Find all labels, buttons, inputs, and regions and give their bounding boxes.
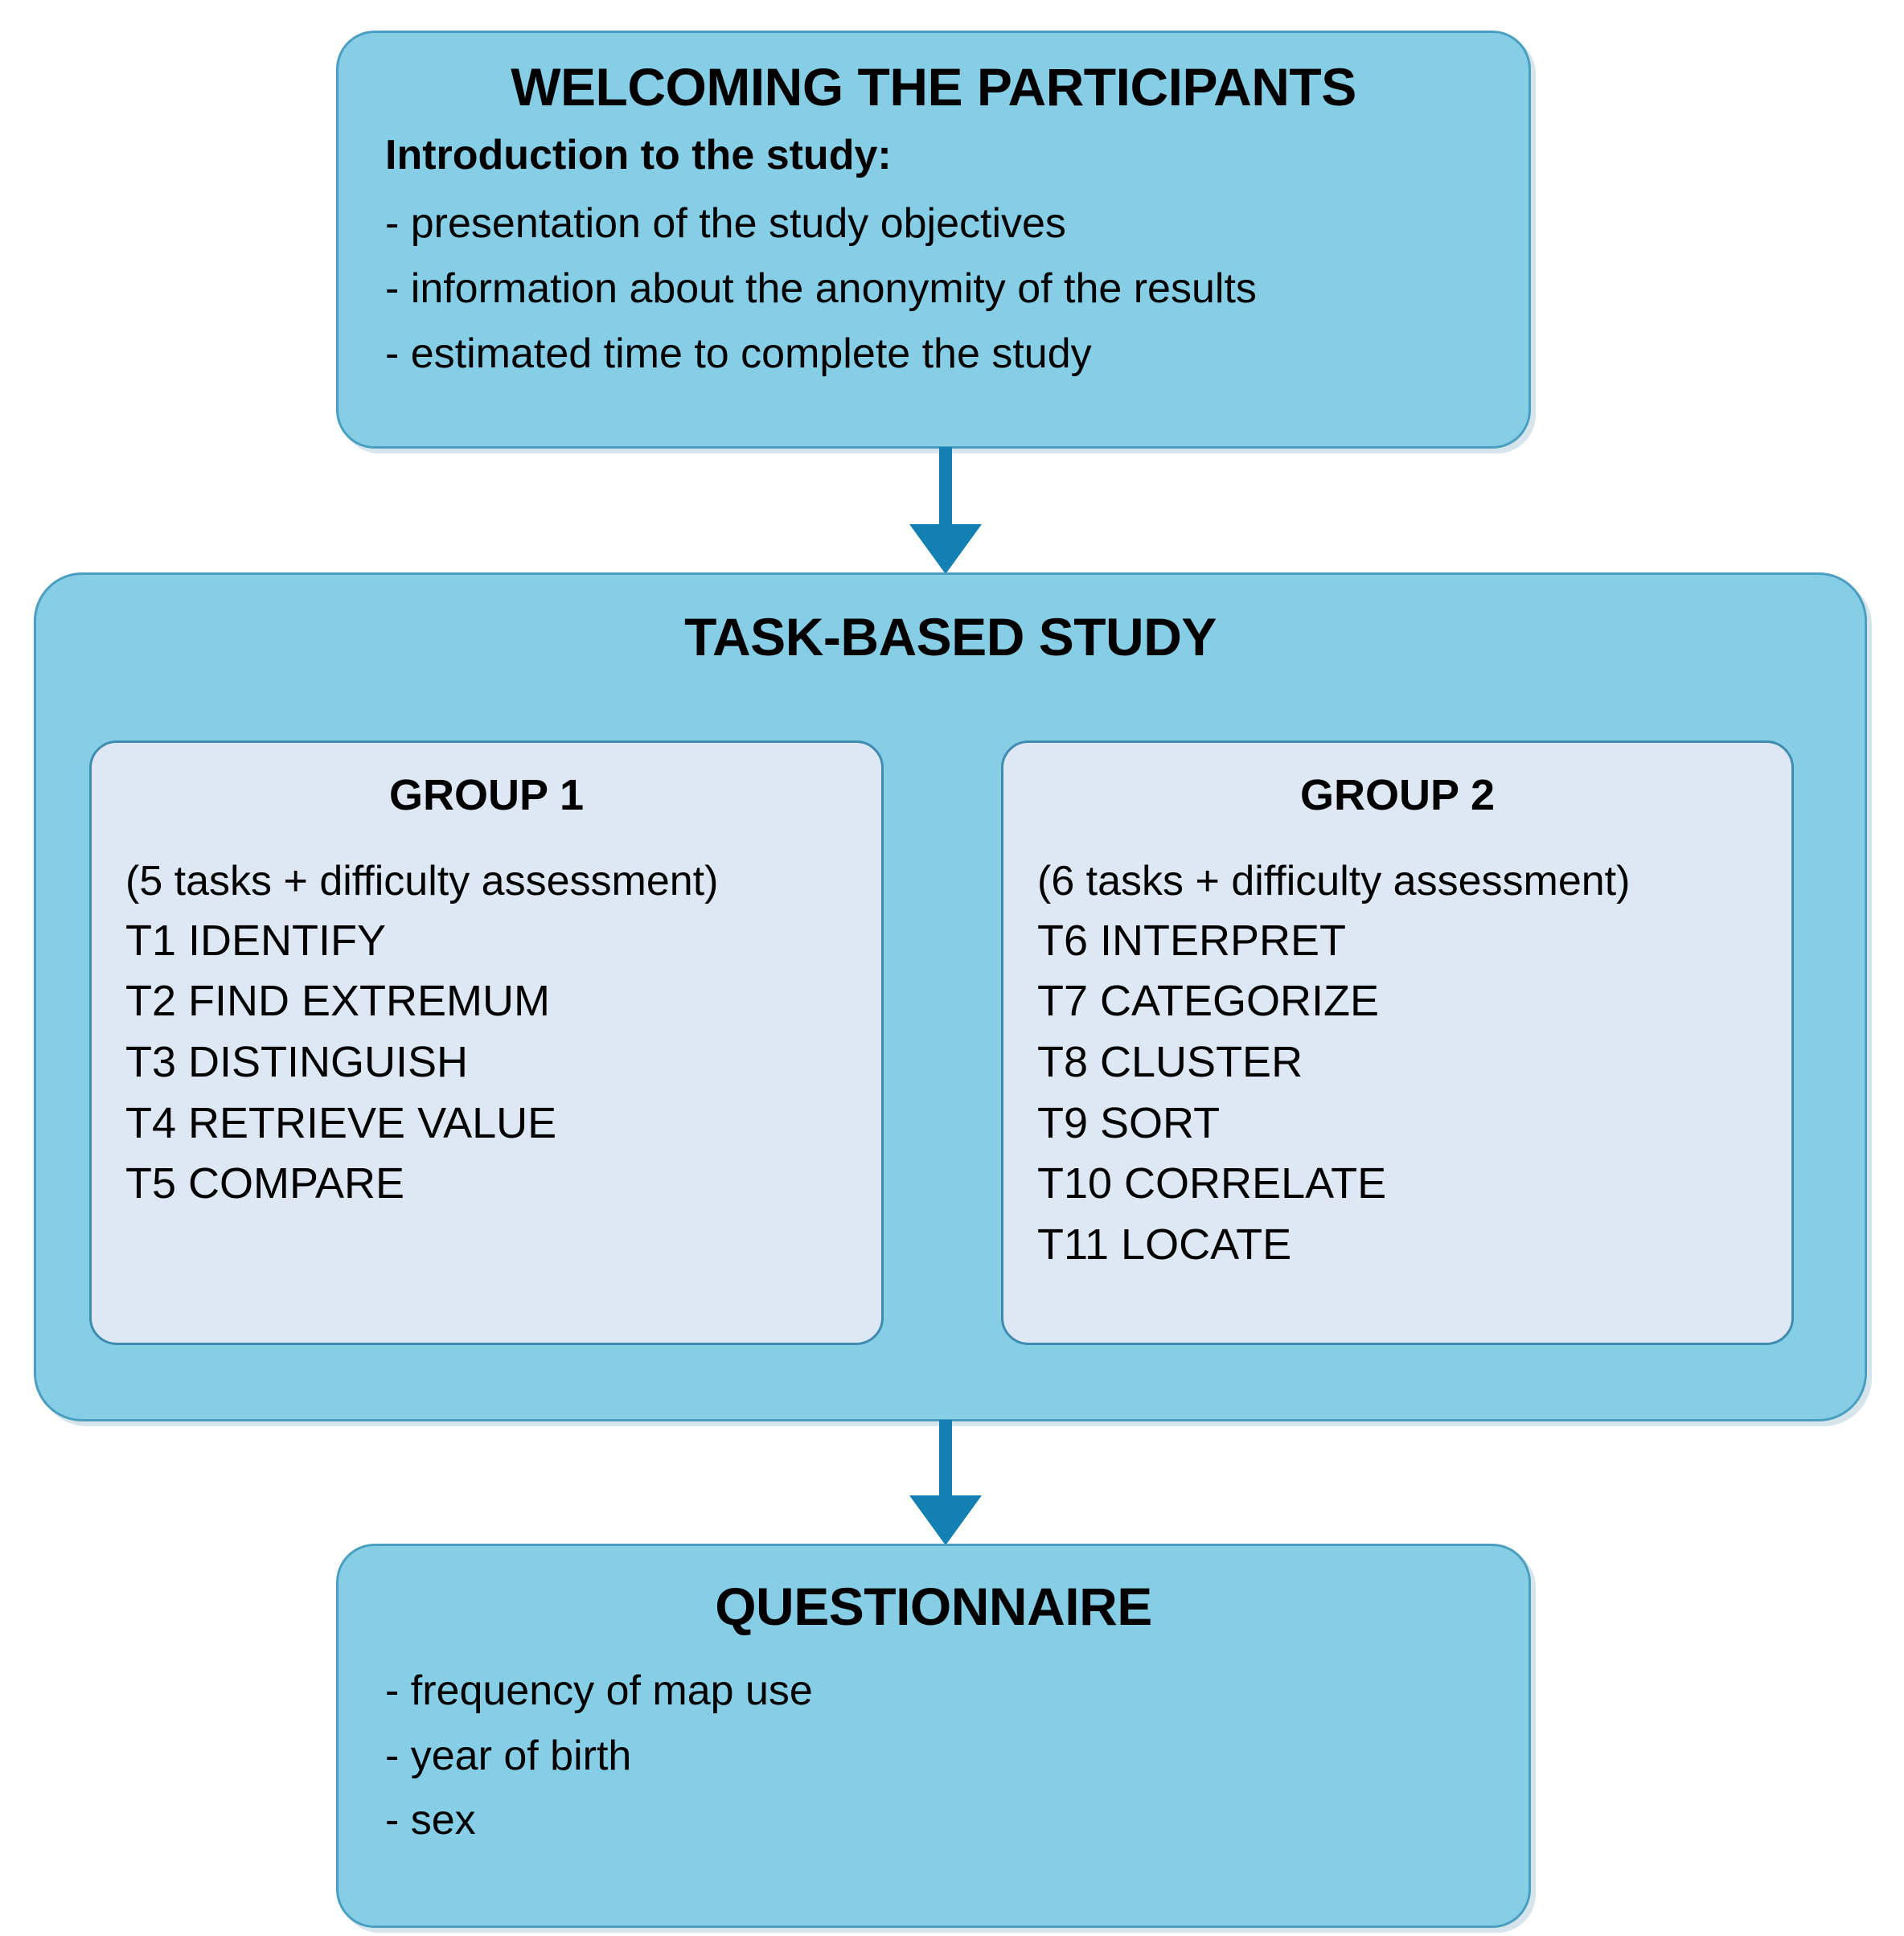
arrow-down-icon xyxy=(907,447,984,574)
list-item: T6 INTERPRET xyxy=(1037,916,1347,965)
list-item: T8 CLUSTER xyxy=(1037,1037,1303,1086)
task-based-study-box: TASK-BASED STUDY GROUP 1 (5 tasks + diff… xyxy=(34,572,1867,1421)
arrow-shaft xyxy=(939,1420,952,1499)
group-2-body: (6 tasks + difficulty assessment) T6 INT… xyxy=(1037,852,1630,1275)
questionnaire-box: QUESTIONNAIRE - frequency of map use - y… xyxy=(336,1544,1531,1928)
group-2-task-list: (6 tasks + difficulty assessment) T6 INT… xyxy=(1037,852,1630,1275)
group-1-body: (5 tasks + difficulty assessment) T1 IDE… xyxy=(125,852,718,1215)
introduction-subheading: Introduction to the study: xyxy=(385,132,892,178)
list-item: - year of birth xyxy=(385,1732,632,1779)
list-item: - estimated time to complete the study xyxy=(385,330,1092,377)
list-item: T7 CATEGORIZE xyxy=(1037,977,1380,1026)
list-item: - presentation of the study objectives xyxy=(385,200,1066,248)
task-based-study-title: TASK-BASED STUDY xyxy=(684,607,1217,667)
welcoming-bullet-list: - presentation of the study objectives -… xyxy=(385,191,1257,386)
list-item: T3 DISTINGUISH xyxy=(125,1037,469,1086)
welcoming-participants-body: Introduction to the study: - presentatio… xyxy=(385,131,1257,386)
list-item: T10 CORRELATE xyxy=(1037,1159,1387,1208)
questionnaire-title: QUESTIONNAIRE xyxy=(715,1577,1152,1636)
welcoming-participants-title: WELCOMING THE PARTICIPANTS xyxy=(511,57,1356,117)
group-1-task-list: (5 tasks + difficulty assessment) T1 IDE… xyxy=(125,852,718,1215)
arrow-head xyxy=(909,1495,982,1545)
list-item: T4 RETRIEVE VALUE xyxy=(125,1098,557,1147)
list-item: - information about the anonymity of the… xyxy=(385,265,1257,312)
arrow-shaft xyxy=(939,447,952,527)
list-item: T5 COMPARE xyxy=(125,1159,405,1208)
group-2-note: (6 tasks + difficulty assessment) xyxy=(1037,858,1631,904)
list-item: T9 SORT xyxy=(1037,1098,1221,1147)
list-item: T1 IDENTIFY xyxy=(125,916,387,965)
list-item: T11 LOCATE xyxy=(1037,1220,1292,1269)
group-2-title: GROUP 2 xyxy=(1299,771,1496,819)
list-item: - frequency of map use xyxy=(385,1667,813,1714)
list-item: T2 FIND EXTREMUM xyxy=(125,977,551,1026)
list-item: - sex xyxy=(385,1797,476,1844)
group-1-title: GROUP 1 xyxy=(388,771,585,819)
questionnaire-body: - frequency of map use - year of birth -… xyxy=(385,1659,813,1853)
group-1-box: GROUP 1 (5 tasks + difficulty assessment… xyxy=(89,740,884,1345)
group-1-note: (5 tasks + difficulty assessment) xyxy=(125,858,719,904)
arrow-head xyxy=(909,524,982,574)
welcoming-participants-box: WELCOMING THE PARTICIPANTS Introduction … xyxy=(336,31,1531,449)
group-2-box: GROUP 2 (6 tasks + difficulty assessment… xyxy=(1001,740,1794,1345)
questionnaire-bullet-list: - frequency of map use - year of birth -… xyxy=(385,1659,813,1853)
arrow-down-icon xyxy=(907,1420,984,1545)
